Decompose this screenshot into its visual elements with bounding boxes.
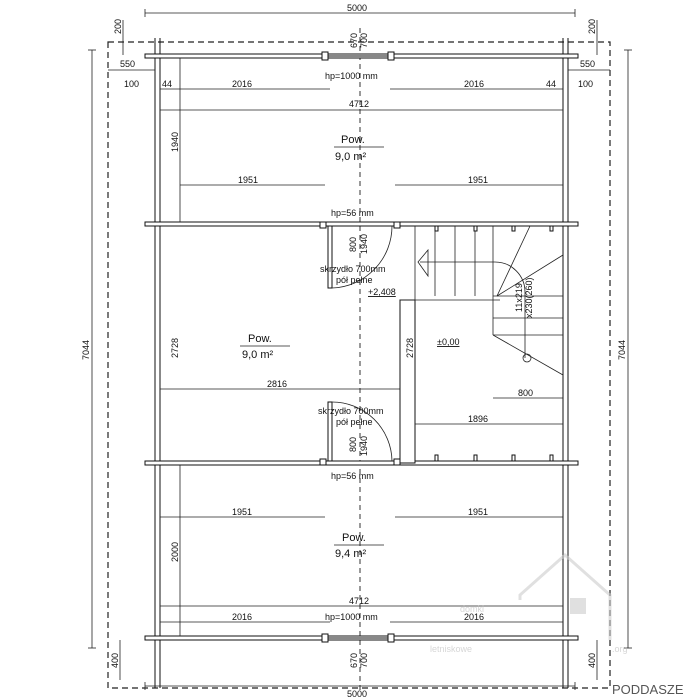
watermark-line1: domki [460, 604, 484, 614]
door-leaf-upper: skrzydło 700mm [320, 264, 386, 274]
dim-offset-right: 44 [546, 79, 556, 89]
watermark-logo: domki letniskowe .org [430, 552, 628, 654]
dim-window-half-tl: 2016 [232, 79, 252, 89]
hp-window-top: hp=1000 mm [325, 71, 378, 81]
dim-inner-width-bottom: 4712 [349, 596, 369, 606]
stairs-tread: x230(260) [524, 277, 534, 318]
dim-overall-height-right: 7044 [617, 340, 627, 360]
hp-door-lower: hp=56 mm [331, 471, 374, 481]
room-label: Pow. [341, 134, 365, 146]
dim-overall-height-left: 7044 [81, 340, 91, 360]
watermark-suffix: .org [612, 644, 628, 654]
dim-window-half-bl: 2016 [232, 612, 252, 622]
dim-mid-room-height: 2728 [170, 338, 180, 358]
hp-door-upper: hp=56 mm [331, 208, 374, 218]
room-middle: Pow. 9,0 m² [240, 333, 290, 361]
interior-lines [160, 58, 563, 636]
dim-window-half-tr: 2016 [464, 79, 484, 89]
door-type-lower: pół pełne [336, 417, 373, 427]
room-area: 9,4 m² [335, 548, 367, 560]
watermark-line2: letniskowe [430, 644, 472, 654]
dim-window-half-br: 2016 [464, 612, 484, 622]
room-label: Pow. [342, 532, 366, 544]
dim-room-half-2: 1951 [468, 175, 488, 185]
dim-room-half-1: 1951 [238, 175, 258, 185]
stairs-steps: 11x219 [514, 283, 524, 312]
dim-eave-right: 550 [580, 59, 595, 69]
window-bottom [321, 633, 395, 643]
dim-top-room-height: 1940 [170, 132, 180, 152]
dim-mid-room-width: 2816 [267, 379, 287, 389]
dim-door-height-lower: 1940 [359, 436, 369, 456]
dim-overall-width-top: 5000 [347, 3, 367, 13]
door-lower [319, 401, 401, 466]
dim-window-w1-top: 670 [349, 33, 359, 48]
dim-door-height-upper: 1940 [359, 234, 369, 254]
door-type-upper: pół pełne [336, 275, 373, 285]
level-zero: ±0,00 [437, 337, 459, 347]
dim-bottom-room-height: 2000 [170, 542, 180, 562]
dim-overhang-top-right: 200 [587, 19, 597, 34]
dim-eave-left: 550 [120, 59, 135, 69]
dim-edge-right: 100 [578, 79, 593, 89]
plan-title: PODDASZE [612, 682, 684, 697]
room-area: 9,0 m² [335, 151, 367, 163]
dim-room-half-4: 1951 [468, 507, 488, 517]
dim-room-half-3: 1951 [232, 507, 252, 517]
hp-window-bottom: hp=1000 mm [325, 612, 378, 622]
dim-stair-room-width: 1896 [468, 414, 488, 424]
dim-stair-width: 800 [518, 388, 533, 398]
dim-window-w1-bottom: 670 [349, 653, 359, 668]
door-upper [319, 221, 401, 289]
staircase [417, 225, 564, 462]
room-bottom: Pow. 9,4 m² [334, 532, 384, 560]
dim-overhang-bottom-right: 400 [587, 653, 597, 668]
dimension-lines [88, 9, 632, 690]
dim-inner-width-top: 4712 [349, 99, 369, 109]
dim-door-width-upper: 800 [348, 237, 358, 252]
dim-offset-left: 44 [162, 79, 172, 89]
dim-overhang-bottom-left: 400 [110, 653, 120, 668]
dim-door-width-lower: 800 [348, 437, 358, 452]
room-label: Pow. [248, 333, 272, 345]
roof-outline [107, 41, 611, 689]
room-top: Pow. 9,0 m² [334, 134, 384, 163]
dim-overhang-top-left: 200 [113, 19, 123, 34]
level-upper: +2,408 [368, 287, 396, 297]
dim-window-w2-bottom: 700 [359, 653, 369, 668]
dim-window-w2-top: 700 [359, 33, 369, 48]
door-leaf-lower: skrzydło 700mm [318, 406, 384, 416]
room-area: 9,0 m² [242, 349, 274, 361]
dim-edge-left: 100 [124, 79, 139, 89]
window-top [321, 51, 395, 61]
dim-overall-width-bottom: 5000 [347, 689, 367, 699]
dim-stair-room-height: 2728 [405, 338, 415, 358]
